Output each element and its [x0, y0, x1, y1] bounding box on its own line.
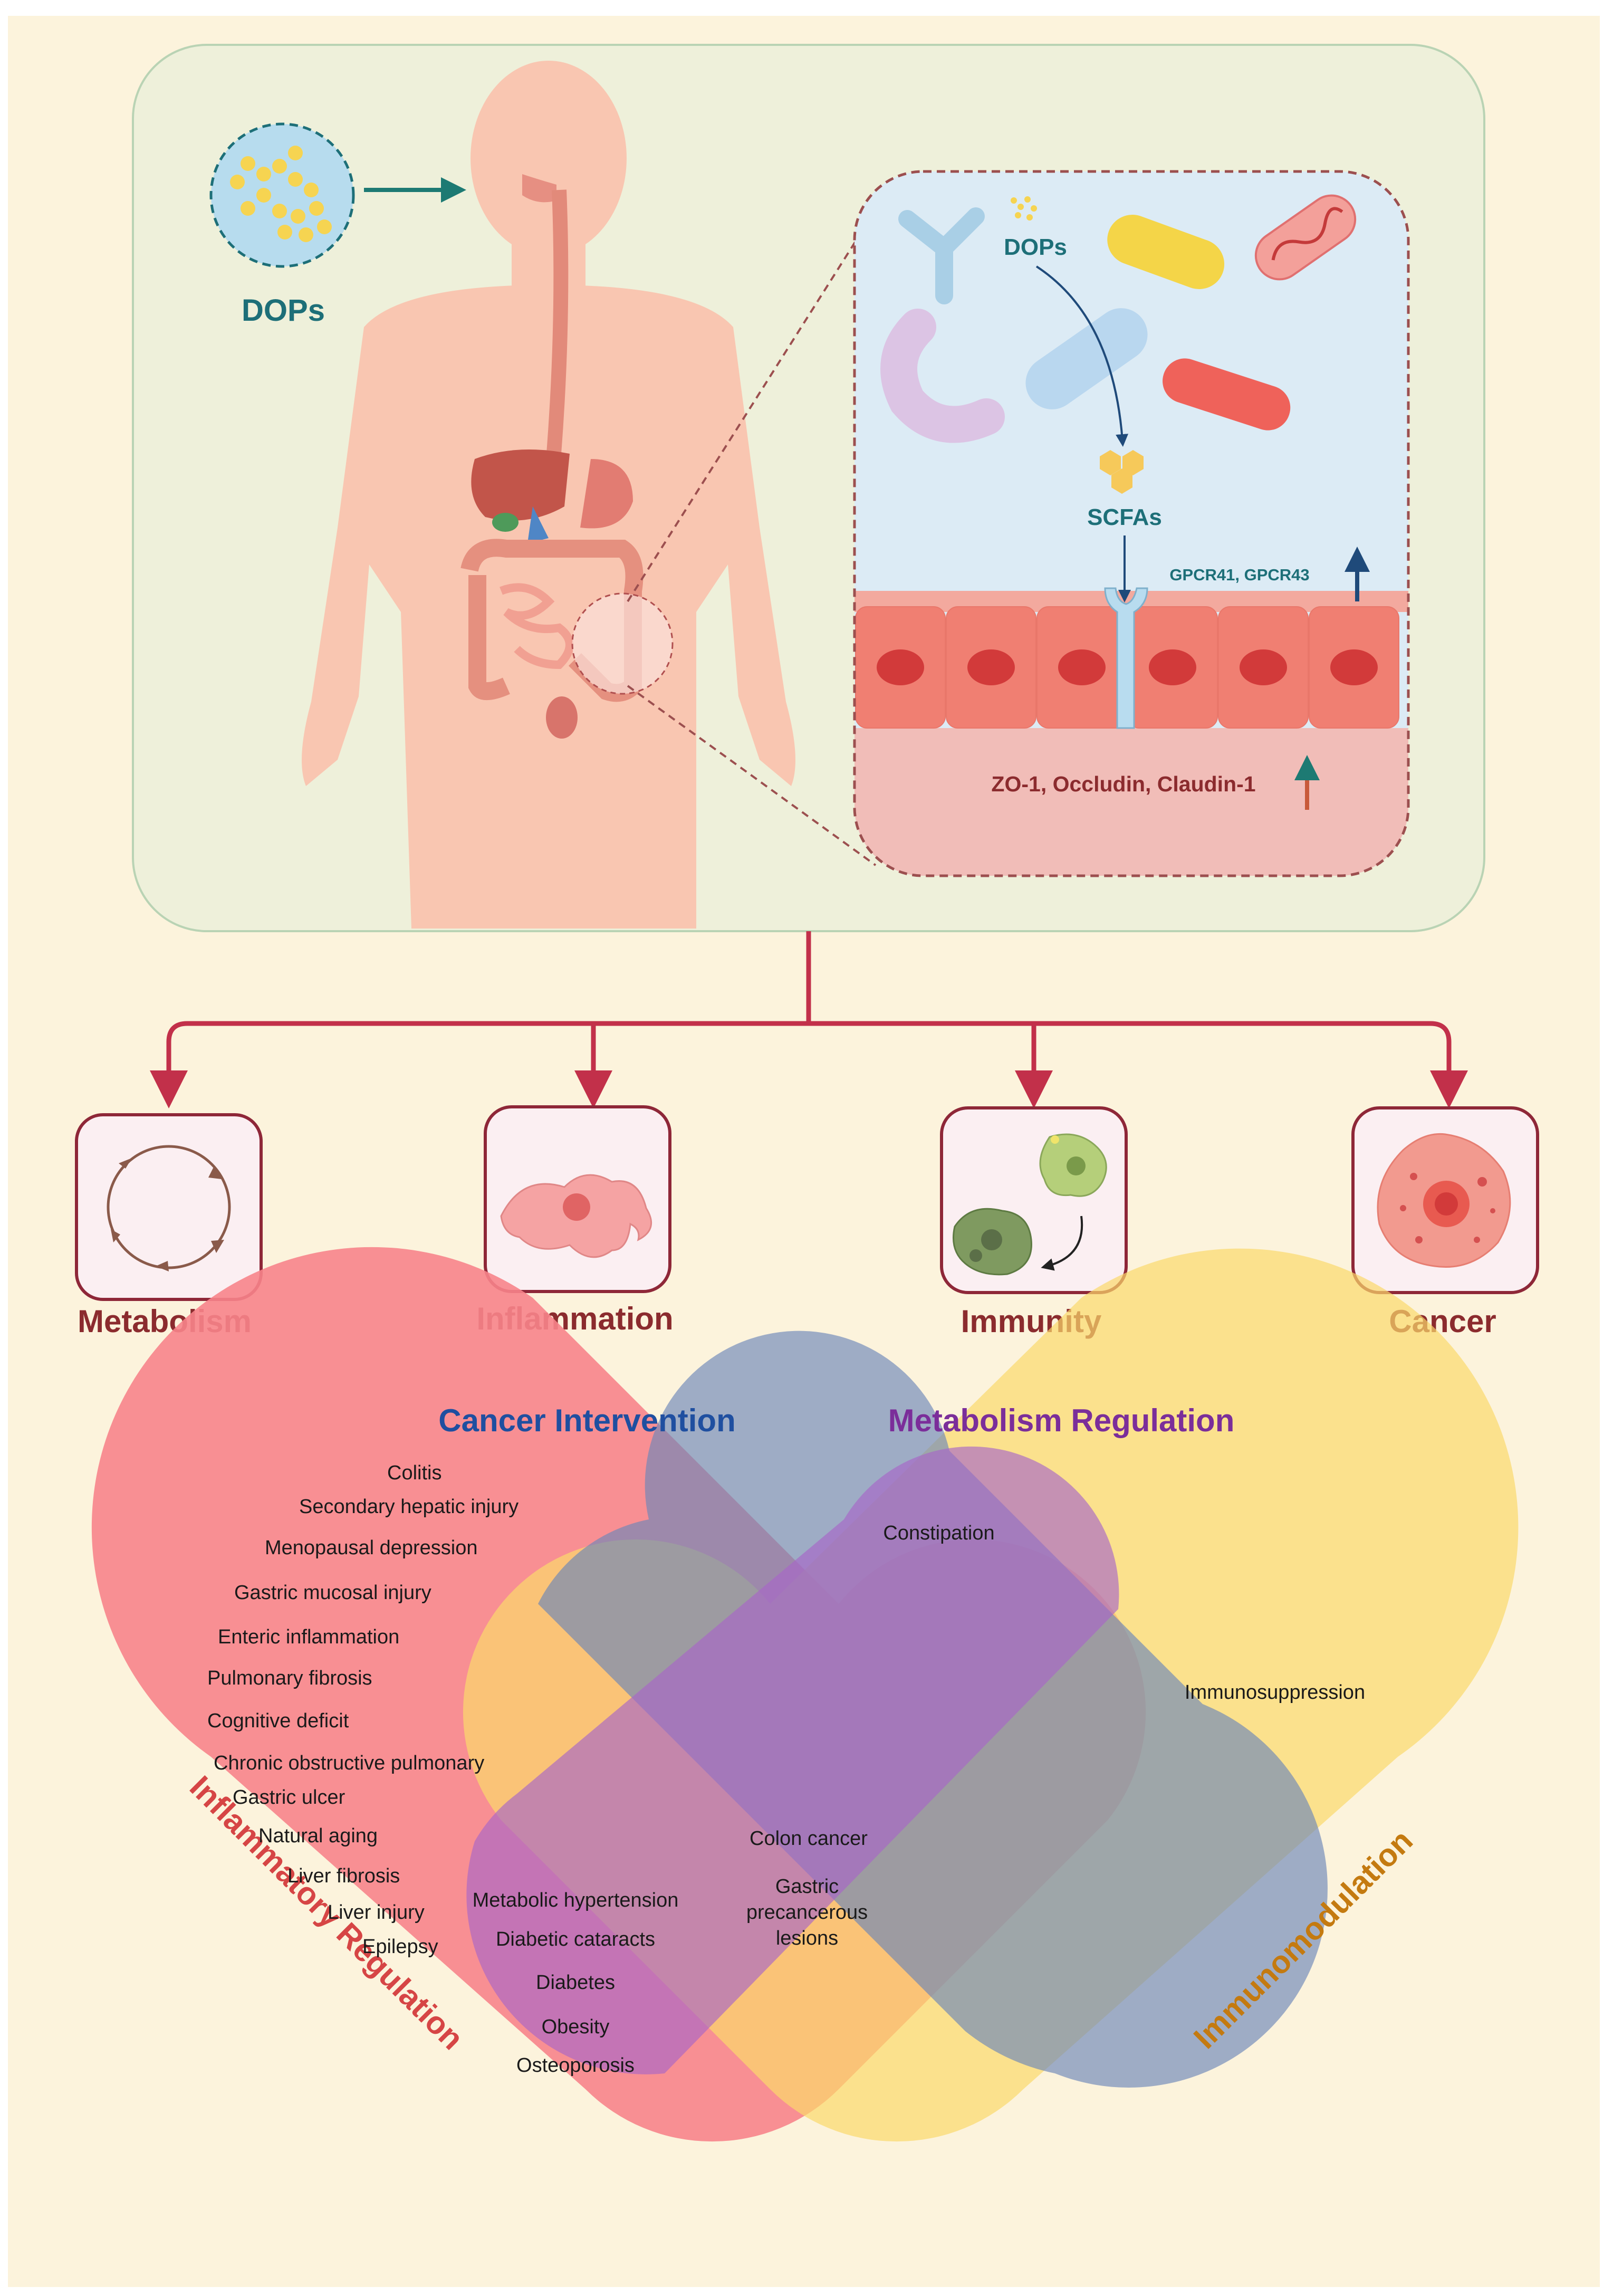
venn-item: precancerous — [746, 1901, 868, 1924]
category-immunity: Immunity — [940, 1106, 1128, 1339]
venn-item: Secondary hepatic injury — [299, 1496, 519, 1518]
branch-connectors — [150, 931, 1468, 1108]
venn-item: Natural aging — [258, 1825, 378, 1847]
venn-set-metabolism — [466, 1446, 1119, 2074]
center-list: Colon cancer Gastric precancerous lesion… — [746, 1828, 868, 1949]
inflammatory-only-list: Colitis Secondary hepatic injury Menopau… — [207, 1462, 519, 1958]
venn-item: Osteoporosis — [516, 2054, 635, 2077]
cancer-cell-icon — [1377, 1133, 1511, 1268]
cycle-arrows-icon — [107, 1145, 231, 1269]
venn-item: Epilepsy — [362, 1936, 438, 1958]
venn-item: Gastric mucosal injury — [234, 1582, 431, 1604]
venn-title-metabolism: Metabolism Regulation — [888, 1403, 1235, 1438]
zoom-line-top — [627, 184, 892, 602]
venn-item: Diabetic cataracts — [496, 1928, 655, 1950]
venn-item: Colitis — [387, 1462, 441, 1484]
venn-item: Metabolic hypertension — [473, 1889, 679, 1911]
venn-item: Enteric inflammation — [218, 1626, 399, 1648]
venn-item: lesions — [776, 1927, 838, 1949]
venn-item-constipation: Constipation — [883, 1522, 994, 1544]
venn-item: Gastric — [775, 1876, 839, 1898]
venn-item: Colon cancer — [750, 1828, 868, 1850]
venn-item: Liver fibrosis — [287, 1865, 400, 1887]
venn-item: Liver injury — [328, 1901, 425, 1924]
gpcr-label: GPCR41, GPCR43 — [1169, 566, 1309, 584]
inset-dops-label: DOPs — [1004, 234, 1067, 260]
venn-item-immunosuppression: Immunosuppression — [1185, 1681, 1365, 1704]
venn-item: Menopausal depression — [265, 1537, 478, 1559]
digestive-organs — [460, 174, 674, 739]
venn-diagram — [91, 1247, 1519, 2142]
scfa-molecules — [1100, 450, 1144, 494]
inset-dops-particles — [1011, 196, 1037, 221]
inflammatory-metabolism-list: Metabolic hypertension Diabetic cataract… — [473, 1889, 679, 2077]
inset-border — [853, 170, 1410, 877]
venn-item: Cognitive deficit — [207, 1710, 349, 1732]
gut-inset — [854, 171, 1408, 876]
venn-item: Chronic obstructive pulmonary — [214, 1752, 484, 1774]
gut-bacteria — [880, 194, 1357, 443]
zoom-line-bottom — [627, 685, 877, 866]
venn-item: Diabetes — [536, 1972, 615, 1994]
dops-label: DOPs — [242, 293, 325, 328]
venn-item: Obesity — [542, 2016, 610, 2038]
tight-junction-label: ZO-1, Occludin, Claudin-1 — [991, 772, 1255, 796]
scfas-label: SCFAs — [1087, 504, 1162, 530]
venn-item: Gastric ulcer — [233, 1786, 345, 1809]
dops-to-scfas-arrow — [1035, 265, 1129, 447]
dops-particles — [209, 122, 355, 268]
venn-item: Pulmonary fibrosis — [207, 1667, 372, 1689]
venn-title-cancer: Cancer Intervention — [438, 1403, 735, 1438]
immune-cells-icon — [953, 1133, 1107, 1276]
